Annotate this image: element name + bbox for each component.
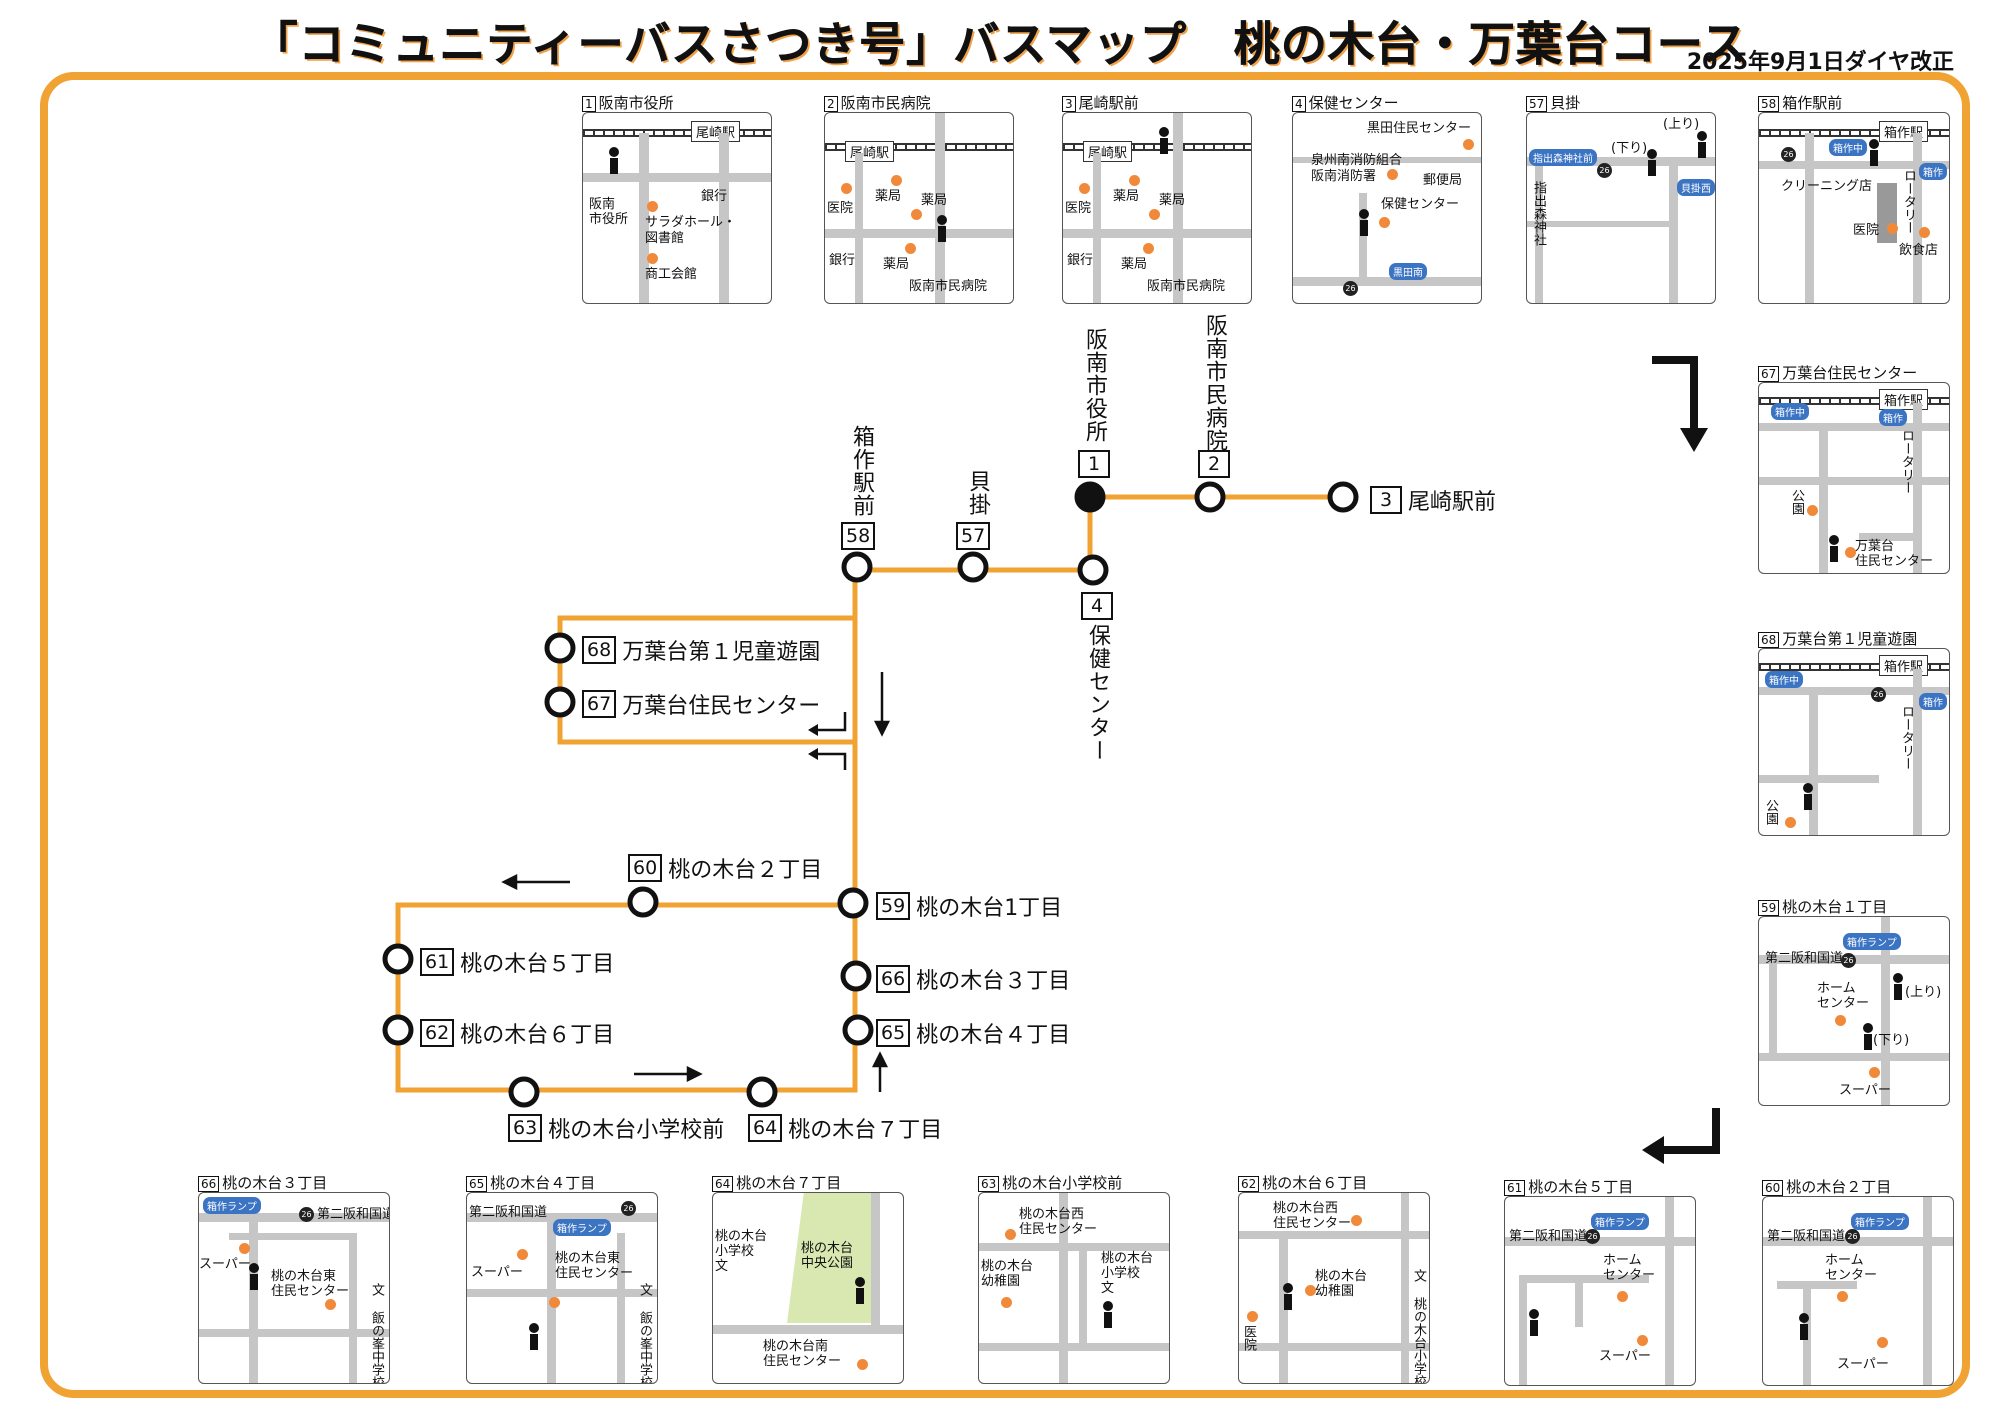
route-line-trunk bbox=[852, 567, 1090, 905]
station-label: 尾崎駅 bbox=[691, 121, 741, 142]
bus-stop-icon bbox=[609, 147, 619, 177]
stop-circle-63 bbox=[508, 1076, 540, 1108]
stop-label-4: 保健センター bbox=[1085, 624, 1110, 762]
inset-map-59: 箱作ランプ 第二阪和国道 26 (上り) ホーム センター (下り) スーパー bbox=[1758, 916, 1950, 1106]
map-frame bbox=[40, 72, 1970, 1398]
stop-number-2: 2 bbox=[1198, 450, 1230, 478]
stop-number-1: 1 bbox=[1078, 450, 1110, 478]
stop-circle-62 bbox=[382, 1014, 414, 1046]
stop-circle-65 bbox=[842, 1014, 874, 1046]
stop-circle-2 bbox=[1194, 481, 1226, 513]
stop-label-58: 箱作駅前 bbox=[849, 425, 874, 517]
inset-map-67: 箱作駅 箱作中 箱作 ロータリー 公園 万葉台 住民センター bbox=[1758, 382, 1950, 574]
inset-map-3: 尾崎駅 医院 薬局 薬局 銀行 薬局 阪南市民病院 bbox=[1062, 112, 1252, 304]
inset-map-66: 箱作ランプ 26 第二阪和国道 スーパー 桃の木台東 住民センター 文 飯の峯中… bbox=[198, 1192, 390, 1384]
stop-label-2: 阪南市民病院 bbox=[1202, 314, 1227, 452]
stop-circle-4 bbox=[1077, 554, 1109, 586]
city-hall-label: 阪南 市役所 bbox=[589, 197, 629, 227]
stop-circle-3 bbox=[1327, 481, 1359, 513]
inset-map-4: 黒田住民センター 泉州南消防組合 阪南消防署 郵便局 保健センター 黒田南 26 bbox=[1292, 112, 1482, 304]
page-title: 「コミュニティーバスさつき号」バスマップ 桃の木台・万葉台コース bbox=[251, 17, 1749, 72]
route-line-momo bbox=[395, 902, 858, 1093]
stop-circle-58 bbox=[841, 551, 873, 583]
stop-circle-68 bbox=[544, 632, 576, 664]
bank-label: 銀行 bbox=[701, 189, 728, 204]
stop-circle-60 bbox=[627, 886, 659, 918]
inset-map-65: 第二阪和国道 26 箱作ランプ スーパー 桃の木台東 住民センター 文 飯の峯中… bbox=[466, 1192, 658, 1384]
inset-map-58: 箱作駅 箱作中 箱作 26 クリーニング店 ロータリー 医院 飲食店 bbox=[1758, 112, 1950, 304]
stop-circle-66 bbox=[840, 960, 872, 992]
stop-circle-64 bbox=[746, 1076, 778, 1108]
inset-map-63: 桃の木台西 住民センター 桃の木台 幼稚園 桃の木台 小学校 文 bbox=[978, 1192, 1170, 1384]
inset-map-1: 尾崎駅 阪南 市役所 銀行 サラダホール・ 図書館 商工会館 bbox=[582, 112, 772, 304]
revision-date: 2025年9月1日ダイヤ改正 bbox=[1686, 50, 1954, 75]
stop-number-57: 57 bbox=[956, 522, 991, 550]
inset-map-2: 尾崎駅 医院 薬局 薬局 銀行 薬局 阪南市民病院 bbox=[824, 112, 1014, 304]
stop-circle-61 bbox=[382, 943, 414, 975]
turn-arrow-2 bbox=[815, 752, 847, 770]
big-arrow-down-icon bbox=[1652, 356, 1708, 452]
stop-circle-1 bbox=[1074, 481, 1106, 513]
stop-label-57: 貝掛 bbox=[965, 470, 990, 516]
stop-circle-59 bbox=[837, 887, 869, 919]
stop-circle-67 bbox=[544, 686, 576, 718]
inset-map-57: 指出森神社前 貝掛西 (上り) (下り) 26 指出森神社 bbox=[1526, 112, 1716, 304]
inset-map-62: 桃の木台西 住民センター 桃の木台 幼稚園 医院 文 桃の木台小学校 bbox=[1238, 1192, 1430, 1384]
stop-number-4: 4 bbox=[1081, 592, 1113, 620]
route-line-manyo bbox=[557, 615, 855, 745]
stop-label-1: 阪南市役所 bbox=[1082, 328, 1107, 443]
stop-circle-57 bbox=[957, 551, 989, 583]
stop-number-58: 58 bbox=[841, 522, 876, 550]
turn-arrow-1 bbox=[815, 712, 847, 732]
inset-map-64: 桃の木台 小学校 文 桃の木台 中央公園 桃の木台南 住民センター bbox=[712, 1192, 904, 1384]
inset-map-61: 箱作ランプ 第二阪和国道 26 ホーム センター スーパー bbox=[1504, 1196, 1696, 1386]
inset-map-60: 箱作ランプ 第二阪和国道 26 ホーム センター スーパー bbox=[1762, 1196, 1954, 1386]
railway bbox=[583, 129, 771, 137]
big-arrow-left-icon bbox=[1642, 1108, 1720, 1164]
inset-map-68: 箱作駅 箱作中 箱作 26 ロータリー 公園 bbox=[1758, 648, 1950, 836]
